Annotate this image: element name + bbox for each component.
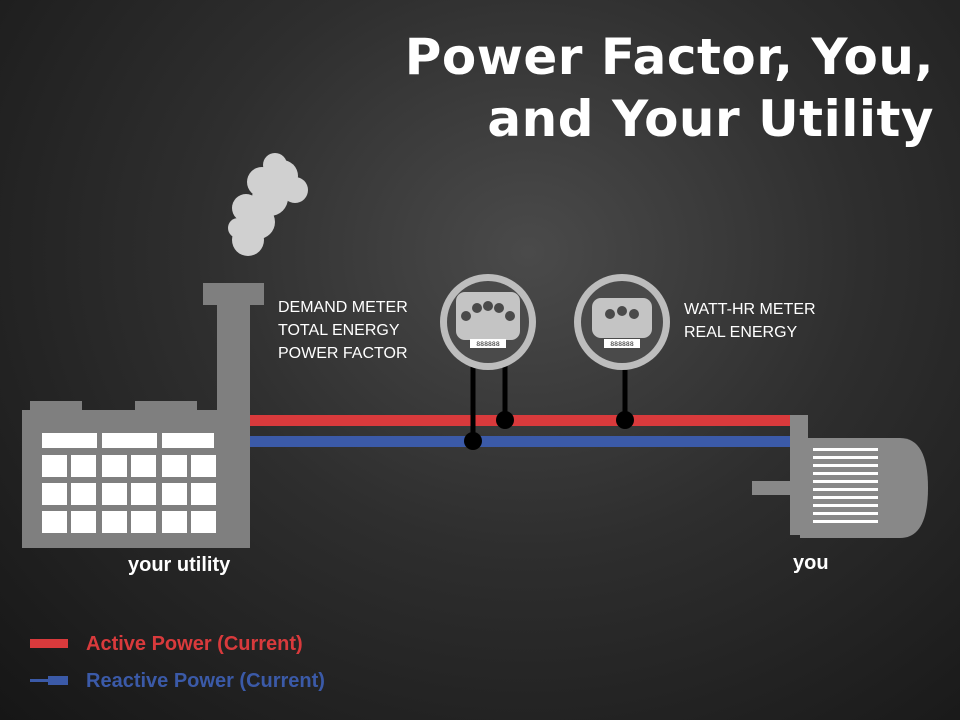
smoke-icon (228, 153, 308, 256)
legend-active-label: Active Power (Current) (86, 632, 303, 655)
watt-meter-digits: 888888 (610, 340, 634, 348)
watt-meter-line-1: WATT-HR METER (684, 301, 816, 318)
reactive-power-line (250, 436, 805, 447)
title-line-1: Power Factor, You, (404, 28, 934, 86)
title-line-2: and Your Utility (487, 90, 934, 148)
watt-meter-line-2: REAL ENERGY (684, 324, 798, 341)
demand-meter-line-1: DEMAND METER (278, 299, 408, 316)
watt-meter-label: WATT-HR METER REAL ENERGY (684, 298, 816, 344)
legend-reactive-label: Reactive Power (Current) (86, 669, 325, 692)
motor-icon (752, 415, 928, 538)
watt-hr-meter-icon: 888888 (574, 274, 670, 429)
demand-meter-icon: 888888 (440, 274, 536, 450)
demand-meter-digits: 888888 (476, 340, 500, 348)
factory-windows (42, 433, 216, 533)
page-title: Power Factor, You, and Your Utility (405, 26, 934, 150)
legend-reactive-swatch (30, 676, 68, 685)
demand-meter-line-3: POWER FACTOR (278, 345, 408, 362)
utility-label: your utility (128, 554, 231, 576)
demand-meter-line-2: TOTAL ENERGY (278, 322, 400, 339)
demand-meter-label: DEMAND METER TOTAL ENERGY POWER FACTOR (278, 296, 408, 365)
active-power-line (250, 415, 805, 426)
factory-icon (22, 283, 264, 548)
you-label: you (793, 552, 829, 574)
legend-reactive: Reactive Power (Current) (30, 667, 325, 695)
legend-active-swatch (30, 639, 68, 648)
legend-active: Active Power (Current) (30, 630, 303, 658)
